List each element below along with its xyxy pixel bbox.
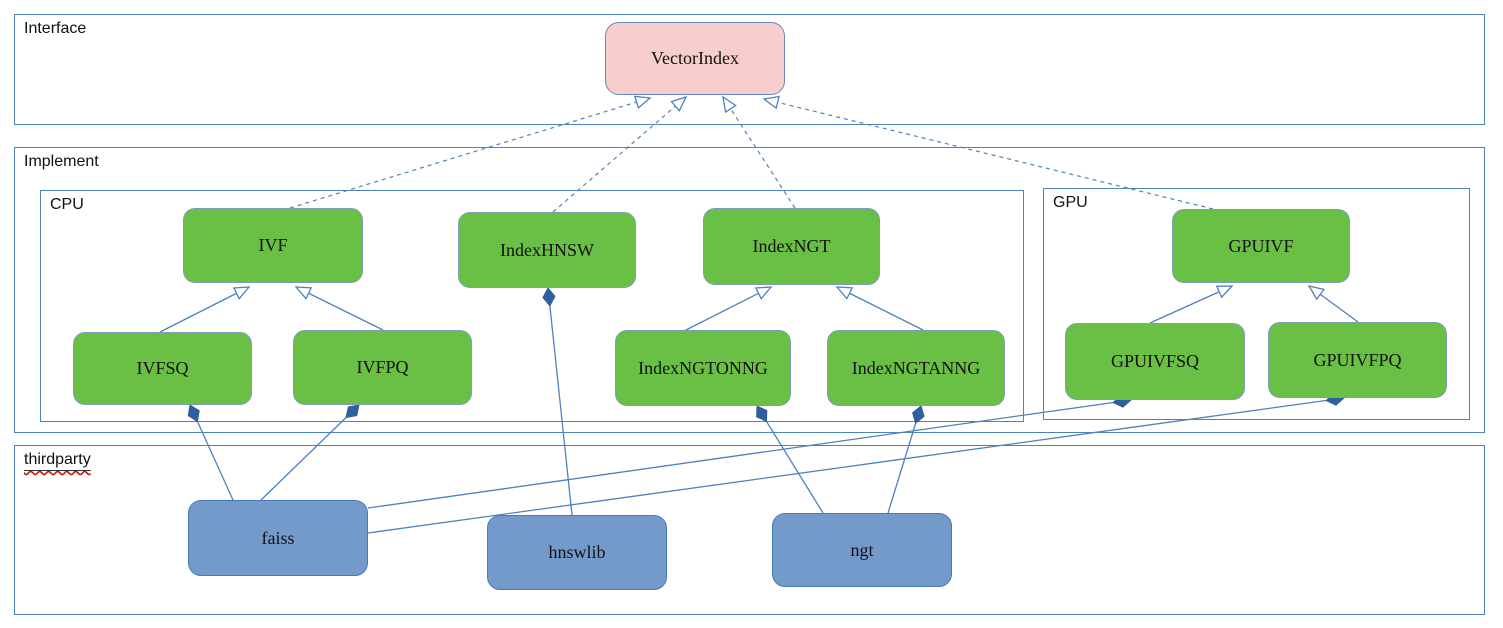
node-indexhnsw: IndexHNSW bbox=[458, 212, 636, 288]
section-implement-label: Implement bbox=[24, 153, 99, 170]
section-thirdparty-label-text: thirdparty bbox=[24, 451, 91, 468]
node-indexngtanng: IndexNGTANNG bbox=[827, 330, 1005, 406]
node-gpuivfpq: GPUIVFPQ bbox=[1268, 322, 1447, 398]
node-indexngt: IndexNGT bbox=[703, 208, 880, 285]
section-thirdparty-label: thirdparty bbox=[24, 451, 91, 469]
node-vectorindex: VectorIndex bbox=[605, 22, 785, 95]
node-ivfpq: IVFPQ bbox=[293, 330, 472, 405]
node-faiss: faiss bbox=[188, 500, 368, 576]
section-cpu-label: CPU bbox=[50, 196, 84, 213]
section-gpu-label: GPU bbox=[1053, 194, 1088, 211]
node-ivfsq: IVFSQ bbox=[73, 332, 252, 405]
node-gpuivfsq: GPUIVFSQ bbox=[1065, 323, 1245, 400]
section-interface-label: Interface bbox=[24, 20, 87, 37]
node-gpuivf: GPUIVF bbox=[1172, 209, 1350, 283]
node-hnswlib: hnswlib bbox=[487, 515, 667, 590]
node-indexngtonng: IndexNGTONNG bbox=[615, 330, 791, 406]
node-ivf: IVF bbox=[183, 208, 363, 283]
node-ngt: ngt bbox=[772, 513, 952, 587]
